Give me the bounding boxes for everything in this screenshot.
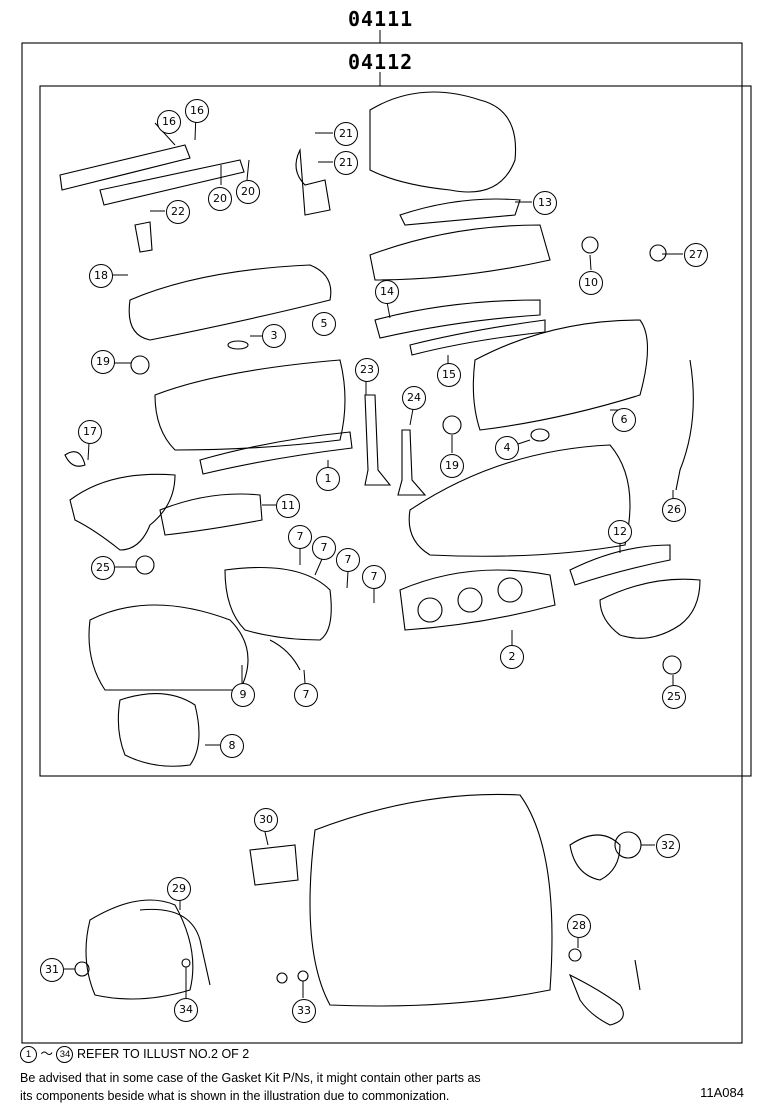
callout-23: 23 <box>355 358 379 382</box>
callout-18: 18 <box>89 264 113 288</box>
callout-17: 17 <box>78 420 102 444</box>
callout-3: 3 <box>262 324 286 348</box>
callout-21: 21 <box>334 122 358 146</box>
callout-21: 21 <box>334 151 358 175</box>
footnote-line-3: its components beside what is shown in t… <box>20 1089 450 1103</box>
callout-32: 32 <box>656 834 680 858</box>
callout-26: 26 <box>662 498 686 522</box>
callout-28: 28 <box>567 914 591 938</box>
callout-22: 22 <box>166 200 190 224</box>
callout-31: 31 <box>40 958 64 982</box>
footnote-line-2: Be advised that in some case of the Gask… <box>20 1071 481 1085</box>
callout-7: 7 <box>312 536 336 560</box>
callout-24: 24 <box>402 386 426 410</box>
range-start-callout: 1 <box>20 1046 37 1064</box>
callout-20: 20 <box>236 180 260 204</box>
callout-25: 25 <box>91 556 115 580</box>
callout-7: 7 <box>362 565 386 589</box>
callout-4: 4 <box>495 436 519 460</box>
callout-27: 27 <box>684 243 708 267</box>
callout-25: 25 <box>662 685 686 709</box>
callout-2: 2 <box>500 645 524 669</box>
callout-20: 20 <box>208 187 232 211</box>
kit-04111-label: 04111 <box>348 7 414 31</box>
callout-12: 12 <box>608 520 632 544</box>
callout-19: 19 <box>440 454 464 478</box>
callout-14: 14 <box>375 280 399 304</box>
range-text: REFER TO ILLUST NO.2 OF 2 <box>76 1047 250 1061</box>
footnote-range: 1 ～ 34 REFER TO ILLUST NO.2 OF 2 <box>20 1046 250 1064</box>
callout-9: 9 <box>231 683 255 707</box>
callout-19: 19 <box>91 350 115 374</box>
callout-5: 5 <box>312 312 336 336</box>
callout-10: 10 <box>579 271 603 295</box>
illustration-code: 11A084 <box>700 1085 744 1100</box>
callout-29: 29 <box>167 877 191 901</box>
callout-16: 16 <box>185 99 209 123</box>
callout-34: 34 <box>174 998 198 1022</box>
callout-11: 11 <box>276 494 300 518</box>
callout-6: 6 <box>612 408 636 432</box>
callout-15: 15 <box>437 363 461 387</box>
callout-8: 8 <box>220 734 244 758</box>
callout-7: 7 <box>336 548 360 572</box>
kit-04111-frame <box>21 42 743 1044</box>
kit-04112-frame <box>39 85 752 777</box>
callout-1: 1 <box>316 467 340 491</box>
range-end-callout: 34 <box>56 1046 74 1064</box>
callout-7: 7 <box>294 683 318 707</box>
callout-33: 33 <box>292 999 316 1023</box>
callout-30: 30 <box>254 808 278 832</box>
callout-7: 7 <box>288 525 312 549</box>
range-separator: ～ <box>40 1047 53 1061</box>
callout-13: 13 <box>533 191 557 215</box>
callout-16: 16 <box>157 110 181 134</box>
kit-04112-label: 04112 <box>348 50 414 74</box>
